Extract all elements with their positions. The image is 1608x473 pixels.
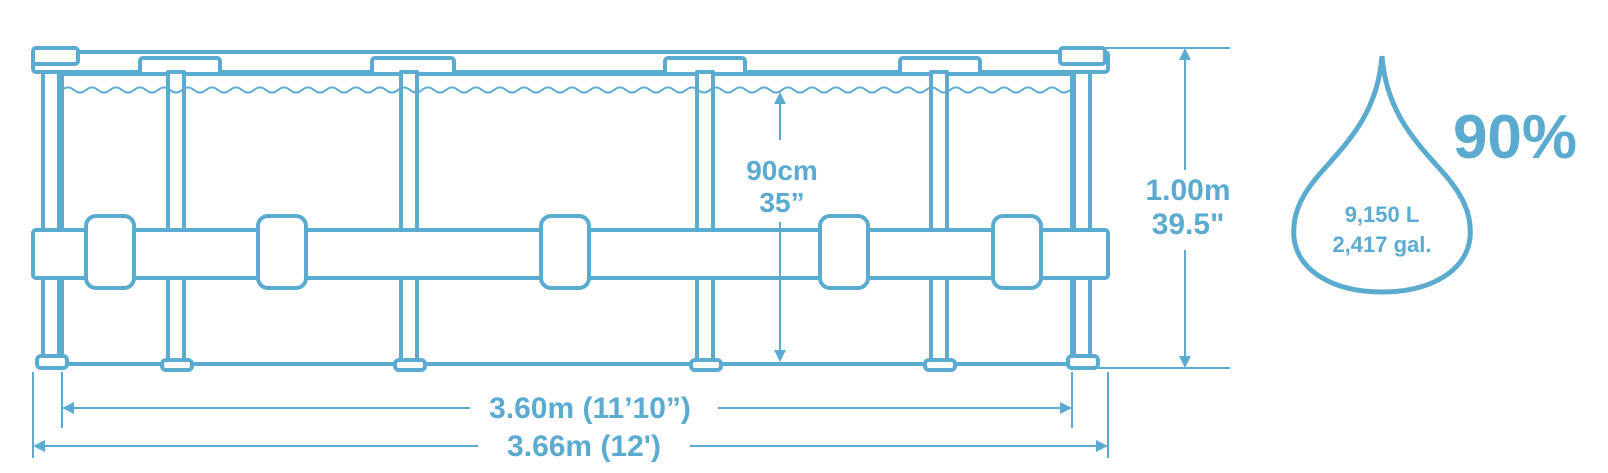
top-connector <box>1058 46 1107 66</box>
water-depth-in-label: 35” <box>759 187 804 218</box>
top-connector <box>31 46 80 66</box>
water-drop-icon <box>1291 55 1473 295</box>
fill-percent-label: 90% <box>1453 103 1577 172</box>
frame-foot <box>160 358 194 372</box>
capacity-gallons-label: 2,417 gal. <box>1332 232 1431 257</box>
water-depth-cm-label: 90cm <box>746 155 818 186</box>
frame-leg <box>695 70 715 364</box>
frame-foot <box>35 354 69 370</box>
frame-leg <box>1072 70 1092 364</box>
belt-clip <box>539 214 591 290</box>
frame-leg <box>399 70 419 364</box>
belt-clip <box>84 214 136 290</box>
frame-foot <box>689 358 723 372</box>
capacity-liters-label: 9,150 L <box>1345 202 1420 227</box>
inner-width-label: 3.60m (11’10”) <box>489 392 691 425</box>
belt-clip <box>256 214 308 290</box>
frame-leg <box>41 70 61 364</box>
pool-frame <box>31 46 1110 372</box>
height-in-label: 39.5" <box>1152 208 1225 241</box>
height-m-label: 1.00m <box>1145 174 1230 207</box>
water-line <box>61 86 1071 94</box>
frame-foot <box>1066 354 1100 370</box>
belt-clip <box>991 214 1043 290</box>
outer-width-label: 3.66m (12') <box>507 430 661 463</box>
frame-leg <box>166 70 186 364</box>
dimension-lines <box>32 47 1230 458</box>
frame-foot <box>393 358 427 372</box>
frame-leg <box>929 70 949 364</box>
belt-clip <box>818 214 870 290</box>
frame-foot <box>923 358 957 372</box>
